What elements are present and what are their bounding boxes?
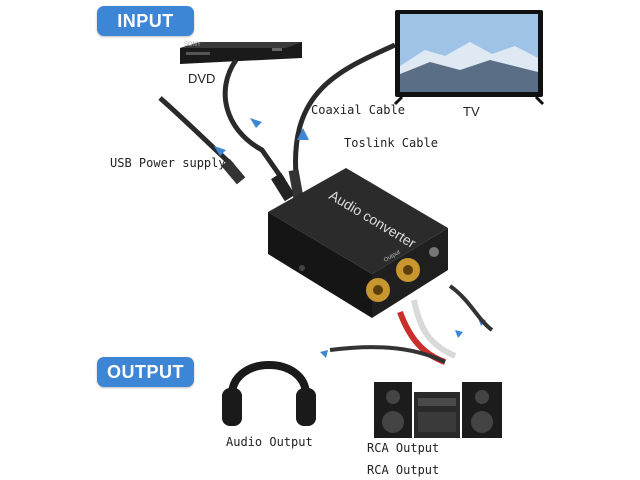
coaxial-cable-label: Coaxial Cable (311, 103, 405, 117)
dvd-label: DVD (188, 71, 216, 86)
tv-icon (393, 10, 545, 106)
audio-converter-box (268, 168, 448, 318)
dvd-player-icon (180, 42, 302, 64)
input-badge: INPUT (97, 6, 194, 36)
dvd-brand: SONY (184, 42, 202, 48)
usb-cable-line (158, 96, 234, 167)
usb-power-label: USB Power supply (110, 156, 226, 170)
output-badge: OUTPUT (97, 357, 194, 387)
rca-output-label-2: RCA Output (367, 463, 440, 477)
toslink-cable-label: Toslink Cable (344, 136, 438, 150)
tv-label: TV (463, 104, 480, 119)
rca-output-label-1: RCA Output (367, 441, 440, 455)
headphones-icon (222, 361, 316, 426)
stereo-system-icon (374, 382, 502, 438)
headphone-output-label: Audio Output (226, 435, 313, 449)
coaxial-cable-line (222, 58, 286, 182)
toslink-cable-line (293, 42, 397, 176)
